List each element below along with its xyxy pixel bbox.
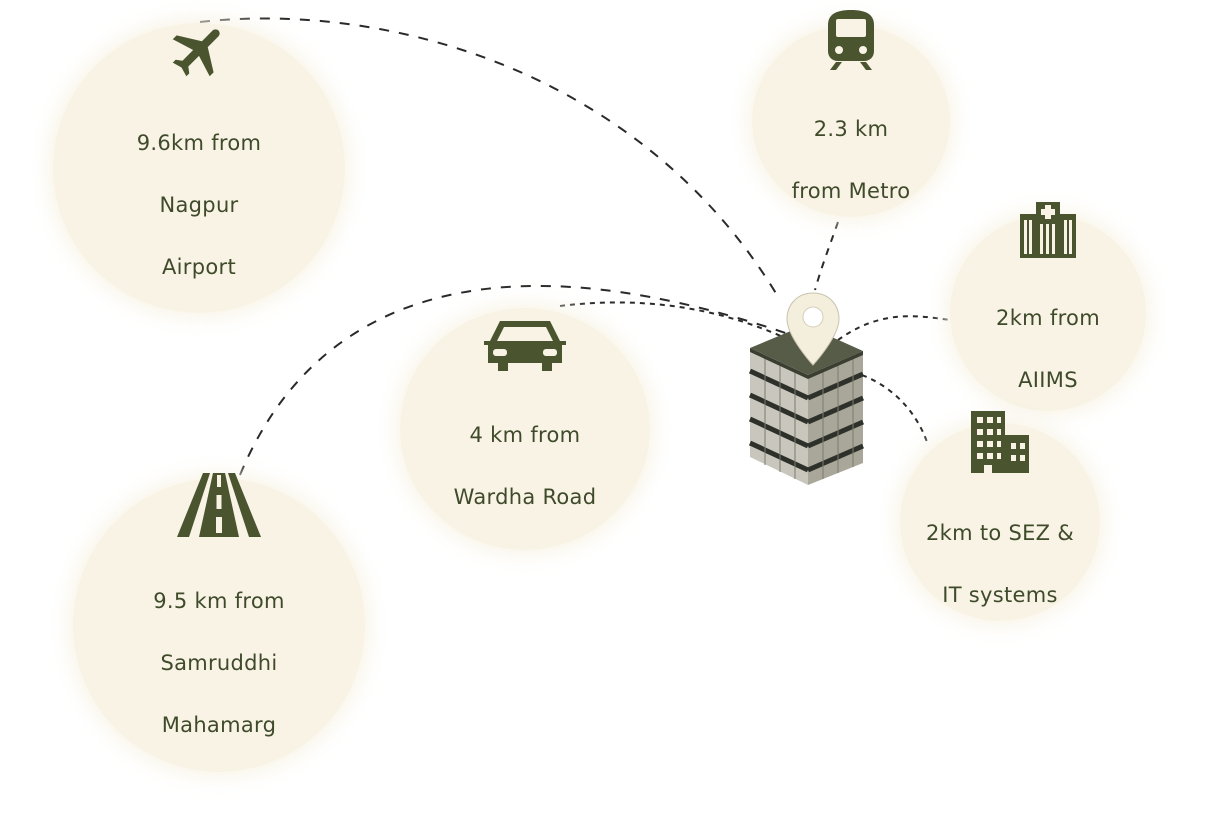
location-aiims: 2km from AIIMS [950, 201, 1146, 411]
metro-train-icon [825, 5, 877, 83]
location-metro-label: 2.3 km from Metro [792, 83, 911, 238]
location-sez-label: 2km to SEZ & IT systems [926, 487, 1074, 642]
connector-aiims [837, 315, 951, 341]
label-line: Nagpur [159, 192, 239, 217]
highway-icon [177, 472, 261, 555]
label-line: Wardha Road [453, 484, 597, 509]
connector-airport [199, 17, 781, 301]
label-line: 9.6km from [136, 130, 262, 155]
label-line: Airport [162, 254, 236, 279]
location-wardha-label: 4 km from Wardha Road [454, 389, 597, 544]
hospital-icon [1018, 200, 1078, 272]
connector-sez [861, 374, 929, 446]
office-towers-icon [967, 403, 1033, 487]
location-sez: 2km to SEZ & IT systems [900, 410, 1100, 621]
location-airport: 9.6km from Nagpur Airport [53, 23, 345, 313]
location-samruddhi-label: 9.5 km from Samruddhi Mahamarg [153, 555, 285, 772]
label-line: Mahamarg [161, 712, 277, 737]
location-aiims-label: 2km from AIIMS [996, 272, 1100, 427]
label-line: 4 km from [469, 422, 581, 447]
label-line: from Metro [791, 178, 911, 203]
label-line: IT systems [942, 582, 1058, 607]
location-pin-icon [787, 292, 839, 364]
label-line: 2km to SEZ & [925, 520, 1075, 545]
location-airport-label: 9.6km from Nagpur Airport [137, 97, 262, 314]
label-line: Samruddhi [160, 650, 278, 675]
connector-samruddhi [239, 284, 801, 476]
label-line: AIIMS [1018, 367, 1078, 392]
car-icon [480, 315, 570, 389]
airplane-icon [163, 23, 235, 97]
location-metro: 2.3 km from Metro [752, 9, 950, 217]
office-building-icon [748, 292, 864, 485]
connector-metro [814, 221, 839, 291]
location-wardha: 4 km from Wardha Road [400, 308, 650, 550]
location-samruddhi: 9.5 km from Samruddhi Mahamarg [73, 472, 365, 772]
label-line: 2km from [996, 305, 1100, 330]
connector-wardha [559, 301, 801, 346]
label-line: 9.5 km from [153, 588, 285, 613]
label-line: 2.3 km [813, 116, 889, 141]
